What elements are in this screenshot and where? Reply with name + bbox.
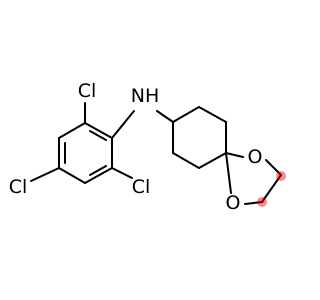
bond-to-nh	[111, 110, 135, 139]
ring-bond-3	[84, 167, 113, 184]
molecule-structure: Cl NH Cl Cl O O	[9, 80, 286, 214]
bond-to-cl-left	[30, 167, 60, 182]
bond-spiro-to-o-top	[225, 152, 244, 158]
bond-spiro-to-o-bottom	[225, 152, 232, 194]
structure-canvas: Cl NH Cl Cl O O	[9, 80, 286, 214]
bond-ch2-to-ch2	[261, 174, 282, 203]
chlorine-right-label: Cl	[132, 176, 151, 198]
ring-bond-4	[58, 167, 86, 184]
cyclohexane-bond-4	[198, 152, 227, 169]
ring-double-bond-1	[89, 130, 107, 141]
bond-o-top-to-ch2	[265, 159, 282, 176]
bond-lines	[30, 102, 282, 205]
ring-double-bond-2	[89, 165, 107, 176]
cyclohexane-bond-1	[172, 106, 200, 123]
carbon-dots	[257, 171, 286, 207]
ring-bond-6	[58, 122, 86, 139]
ring-bond-1	[84, 122, 113, 139]
cyclohexane-bond-5	[172, 152, 200, 169]
bond-ch2-to-o-bottom	[244, 201, 263, 205]
chlorine-left-label: Cl	[9, 176, 28, 198]
cyclohexane-bond-2	[198, 106, 227, 123]
bond-nh-to-cyclohexane	[156, 110, 174, 123]
amine-nh-label: NH	[131, 85, 160, 107]
carbon-dot-top	[276, 171, 286, 181]
oxygen-top-label: O	[248, 146, 263, 168]
chlorine-top-label: Cl	[78, 80, 97, 102]
bond-to-cl-right	[111, 167, 133, 179]
carbon-dot-bottom	[257, 197, 267, 207]
oxygen-bottom-label: O	[226, 192, 241, 214]
